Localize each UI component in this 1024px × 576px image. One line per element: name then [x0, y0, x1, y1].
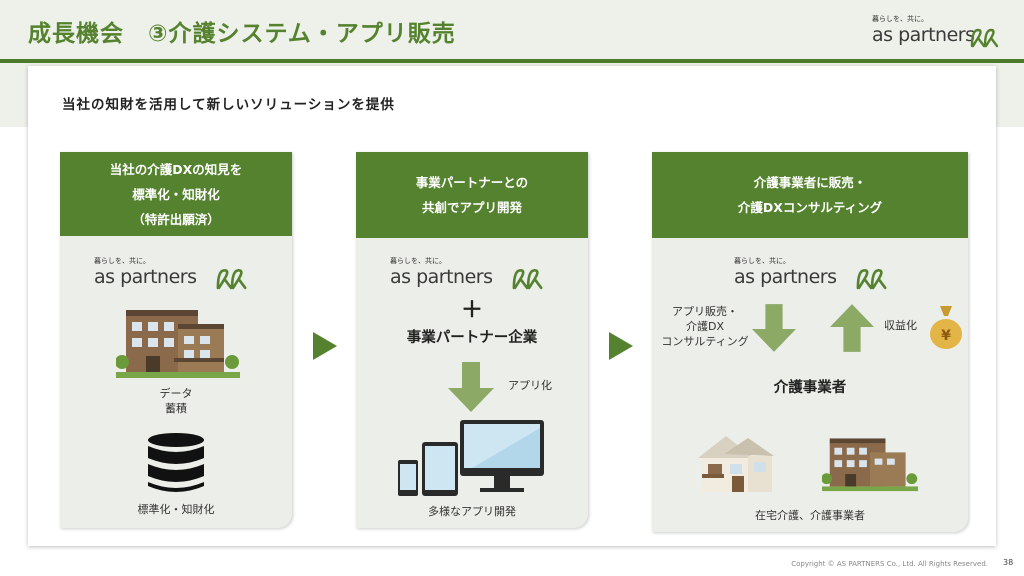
money-bag-icon: ¥: [930, 306, 962, 349]
partner-company-label: 事業パートナー企業: [406, 330, 538, 346]
up-arrow-icon: [830, 304, 874, 352]
column-ip-header: 当社の介護DXの知見を 標準化・知財化 （特許出願済）: [60, 152, 292, 236]
standardize-label: 標準化・知財化: [137, 503, 215, 516]
plus-sign: ＋: [460, 298, 483, 323]
sell-consult-label: アプリ販売・ 介護DX コンサルティング: [652, 304, 758, 349]
section-subtitle: 当社の知財を活用して新しいソリューションを提供: [62, 97, 395, 113]
as-partners-logo: 暮らしを、共に。 as partners: [734, 256, 894, 294]
revenue-label: 収益化: [884, 319, 917, 332]
copyright: Copyright © AS PARTNERS Co., Ltd. All Ri…: [791, 560, 988, 568]
logo-wordmark: as partners: [734, 266, 837, 288]
svg-text:¥: ¥: [941, 328, 951, 344]
column-sales-header: 介護事業者に販売・ 介護DXコンサルティング: [652, 152, 968, 238]
brand-wordmark: as partners: [872, 24, 975, 46]
header-rule: [0, 59, 1024, 63]
column-cocreate-head-line: 事業パートナーとの: [415, 175, 529, 190]
app-label: アプリ化: [508, 379, 552, 392]
various-apps-label: 多様なアプリ開発: [428, 505, 516, 518]
data-label-line: データ: [159, 387, 193, 400]
header-bar: [0, 0, 1024, 62]
column-ip-head-line: 標準化・知財化: [132, 186, 220, 202]
flow-arrow-1: [313, 332, 337, 360]
page-title: 成長機会 ③介護システム・アプリ販売: [28, 21, 456, 47]
down-arrow-icon: [448, 362, 494, 412]
logo-mark-icon: [216, 269, 247, 290]
devices-icon: [398, 420, 544, 496]
column-cocreate-head-line: 共創でアプリ開発: [421, 200, 522, 215]
page-number: 38: [1003, 558, 1014, 567]
data-label-line: 蓄積: [165, 402, 187, 415]
column-sales: 介護事業者に販売・ 介護DXコンサルティング 暮らしを、共に。 as partn…: [652, 152, 968, 532]
database-icon: [148, 433, 204, 492]
column-cocreate: 事業パートナーとの 共創でアプリ開発 暮らしを、共に。 as partners …: [356, 152, 588, 528]
logo-tagline: 暮らしを、共に。: [94, 257, 150, 265]
as-partners-logo: 暮らしを、共に。 as partners: [94, 256, 254, 294]
column-ip-head-line: （特許出願済）: [132, 211, 220, 227]
logo-mark-icon: [856, 269, 887, 290]
column-sales-head-line: 介護DXコンサルティング: [737, 200, 883, 215]
logo-wordmark: as partners: [94, 266, 197, 288]
logo-tagline: 暮らしを、共に。: [390, 257, 446, 265]
brand-logo: 暮らしを、共に。 as partners: [872, 14, 1002, 50]
care-facility-icon: [822, 438, 918, 492]
flow-arrow-2: [609, 332, 633, 360]
logo-wordmark: as partners: [390, 266, 493, 288]
care-provider-label: 介護事業者: [773, 380, 847, 396]
logo-tagline: 暮らしを、共に。: [734, 257, 790, 265]
sell-label-line: 介護DX: [685, 320, 724, 333]
logo-mark-icon: [512, 269, 543, 290]
house-icon: [698, 436, 774, 492]
as-partners-logo: 暮らしを、共に。 as partners: [390, 256, 550, 294]
column-ip-head-line: 当社の介護DXの知見を: [109, 161, 243, 177]
column-ip: 当社の介護DXの知見を 標準化・知財化 （特許出願済） 暮らしを、共に。 as …: [60, 152, 292, 528]
data-accumulate-label: データ 蓄積: [60, 386, 292, 416]
column-cocreate-header: 事業パートナーとの 共創でアプリ開発: [356, 152, 588, 238]
sell-label-line: アプリ販売・: [672, 305, 738, 318]
down-arrow-icon: [752, 304, 796, 352]
brand-tagline: 暮らしを、共に。: [872, 15, 928, 23]
home-care-label: 在宅介護、介護事業者: [755, 509, 865, 522]
sell-label-line: コンサルティング: [661, 335, 749, 348]
column-sales-head-line: 介護事業者に販売・: [753, 175, 867, 190]
brand-mark-icon: [970, 28, 999, 48]
facility-building-icon: [116, 310, 240, 378]
